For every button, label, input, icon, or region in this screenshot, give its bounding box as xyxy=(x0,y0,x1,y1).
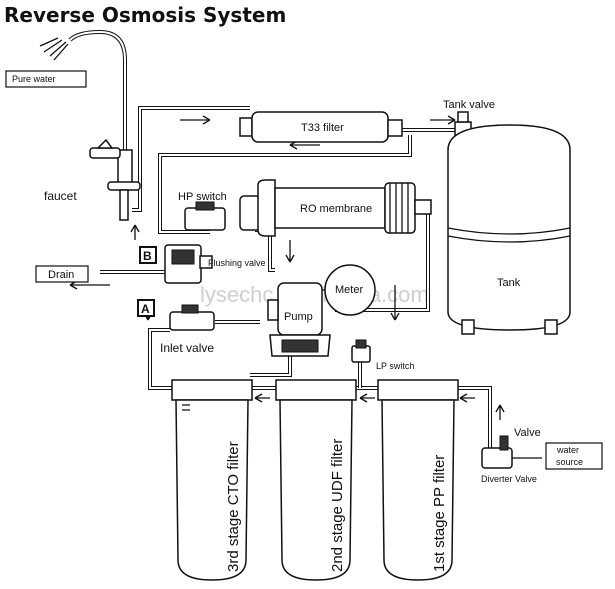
marker-b: B xyxy=(143,249,152,263)
tank-label: Tank xyxy=(497,277,521,289)
t33-filter xyxy=(239,111,403,143)
flow-meter xyxy=(300,264,376,316)
ro-membrane xyxy=(239,179,432,237)
valve-label: Valve xyxy=(514,427,541,439)
pure-water-box xyxy=(5,70,87,88)
flushing-valve xyxy=(164,244,213,284)
lp-switch-label: LP switch xyxy=(376,361,414,371)
filter-2nd-stage xyxy=(275,379,357,581)
pure-water-label: Pure water xyxy=(12,74,56,84)
marker-a: A xyxy=(141,302,150,316)
inlet-valve xyxy=(169,304,215,331)
pump-label: Pump xyxy=(284,311,313,323)
water-source-line1: water xyxy=(556,445,579,455)
diverter-valve xyxy=(481,435,542,469)
hp-switch-label: HP switch xyxy=(178,191,227,203)
lp-switch xyxy=(351,339,371,363)
booster-pump xyxy=(267,282,331,357)
flushing-valve-label: Flushing valve xyxy=(208,258,266,268)
stage2-label: 2nd stage UDF filter xyxy=(329,439,346,572)
marker-b-box xyxy=(139,246,157,264)
inlet-valve-label: Inlet valve xyxy=(160,341,214,355)
hp-switch xyxy=(184,201,226,231)
ro-membrane-label: RO membrane xyxy=(300,203,372,215)
filter-1st-stage xyxy=(377,379,459,581)
marker-a-box xyxy=(137,299,155,317)
drain-box xyxy=(35,265,89,283)
meter-label: Meter xyxy=(335,284,363,296)
diagram-title: Reverse Osmosis System xyxy=(4,3,286,27)
drain-label: Drain xyxy=(48,269,74,281)
filter-3rd-stage xyxy=(171,379,253,581)
faucet-label: faucet xyxy=(44,189,77,203)
pressure-tank xyxy=(447,124,571,335)
stage3-label: 3rd stage CTO filter xyxy=(225,441,242,572)
diverter-valve-label: Diverter Valve xyxy=(481,474,537,484)
faucet xyxy=(39,37,141,221)
water-source-line2: source xyxy=(556,457,583,467)
t33-filter-label: T33 filter xyxy=(301,122,344,134)
water-source-box xyxy=(545,442,603,470)
stage1-label: 1st stage PP filter xyxy=(431,455,448,572)
tank-valve-label: Tank valve xyxy=(443,99,495,111)
